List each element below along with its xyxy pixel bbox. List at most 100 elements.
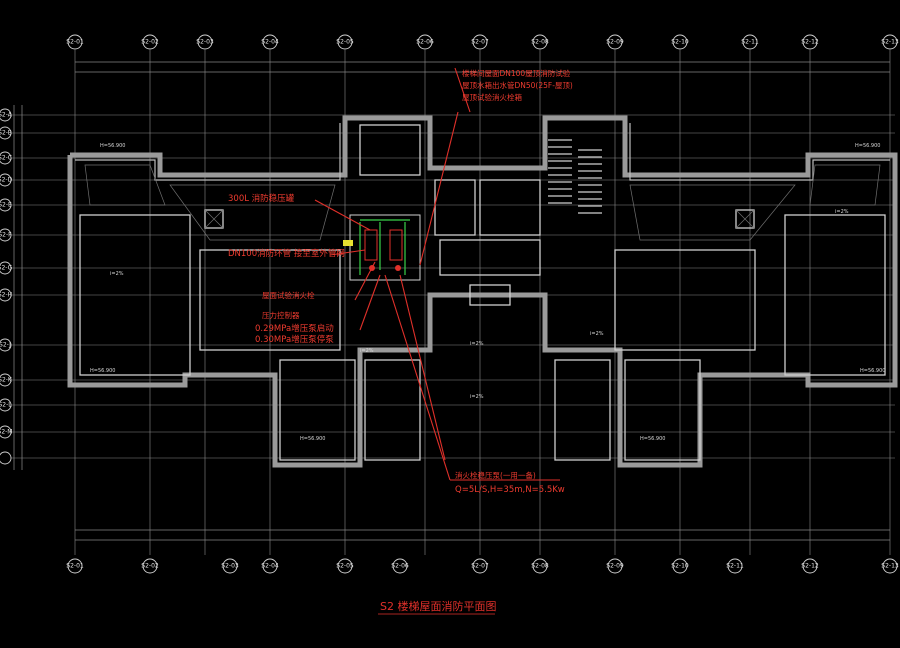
annotation-pressure-tank: 300L 消防稳压罐 [228,193,295,204]
axis-bubble [0,228,12,242]
axis-label: S2-02 [141,563,159,570]
drawing-title: S2 楼梯屋面消防平面图 [380,599,496,613]
room-tag: i=2% [470,341,484,347]
axis-bubble [0,126,12,140]
axis-label: S2-01 [66,563,84,570]
axis-bubble [142,558,158,574]
axis-label: S2-09 [606,39,624,46]
axis-label: S2-12 [801,563,819,570]
axis-label: S2-12 [801,39,819,46]
axis-bubble [532,34,548,50]
axis-bubble [262,558,278,574]
room-tag: H=56.900 [860,368,885,374]
axis-bubble [727,558,743,574]
axis-label: S2-03 [196,39,214,46]
room-tag: i=2% [835,209,849,215]
annotation-test-hydrant-box: 屋顶试验消火栓箱 [462,92,522,102]
axis-bubble [392,558,408,574]
axis-label: S2-G [0,265,13,272]
axis-bubble [67,558,83,574]
axis-bubble [607,558,623,574]
axis-bubble [337,558,353,574]
axis-bubble [0,173,12,187]
axis-label: S2-10 [671,39,689,46]
room-tag: i=2% [590,331,604,337]
annotation-leaders [314,67,560,481]
fire-pump-equipment [343,214,421,281]
annotation-pump-start: 0.29MPa增压泵启动 [255,323,334,334]
axis-label: S2-E [0,202,12,209]
room-tag: H=56.900 [90,368,115,374]
room-tag: H=56.900 [300,436,325,442]
axis-bubble [0,398,12,412]
axis-label: S2-F [0,232,12,239]
axis-label: S2-06 [416,39,434,46]
axis-bubble [67,34,83,50]
annotation-pump-spec: Q=5L/S,H=35m,N=5.5Kw [455,485,565,495]
axis-label: S2-10 [671,563,689,570]
axis-label: S2-05 [336,563,354,570]
axis-label: S2-04 [261,563,279,570]
axis-label: S2-13 [881,563,899,570]
axis-bubble [472,558,488,574]
bottom-axis-bubbles: S2-01 S2-02 S2-03 S2-04 S2-05 S2-06 S2-07 S2-08… [66,558,899,574]
axis-bubble [0,198,12,212]
axis-label: S2-09 [606,563,624,570]
annotation-roof-hydrant: 屋面试验消火栓 [262,290,315,300]
annotation-pressure-controller: 压力控制器 [262,310,300,320]
room-tag: i=2% [470,394,484,400]
dimension-lines [13,61,890,541]
axis-bubble [142,34,158,50]
axis-bubble [0,108,12,122]
axis-label: S2-04 [261,39,279,46]
annotation-tank-outlet: 屋顶水箱出水管DN50(25F-屋顶) [462,80,573,90]
axis-label: S2-11 [726,563,744,570]
axis-label: S2-H [0,292,12,299]
axis-bubble [802,558,818,574]
axis-label: S2-M [0,429,12,436]
axis-label: S2-08 [531,563,549,570]
axis-label: S2-13 [881,39,899,46]
axis-bubble [742,34,758,50]
annotation-ring-main: DN100消防环管 接至室外管网 [228,248,345,259]
axis-bubble [672,34,688,50]
room-tag: H=56.900 [855,143,880,149]
axis-label: S2-02 [141,39,159,46]
room-tag: i=2% [360,348,374,354]
axis-bubble [882,558,898,574]
axis-label: S2-03 [221,563,239,570]
annotation-roof-test: 楼梯间屋面DN100屋顶消防试验 [462,68,571,78]
axis-bubble [0,261,12,275]
axis-label: S2-01 [66,39,84,46]
axis-bubble [197,34,213,50]
axis-bubble [532,558,548,574]
axis-bubble [222,558,238,574]
axis-label: S2-07 [471,563,489,570]
axis-label: S2-08 [531,39,549,46]
axis-bubble [0,373,12,387]
room-tag: H=56.900 [100,143,125,149]
axis-bubble [607,34,623,50]
stair-treads [548,139,602,214]
axis-bubble [802,34,818,50]
axis-label: S2-K [0,377,13,384]
room-tag: H=56.900 [640,436,665,442]
axis-bubble [882,34,898,50]
axis-bubble [0,288,12,302]
axis-label: S2-A [0,112,13,119]
axis-label: S2-B [0,130,12,137]
axis-label: S2-07 [471,39,489,46]
axis-bubble [672,558,688,574]
axis-bubble [337,34,353,50]
axis-label: S2-06 [391,563,409,570]
building-outline [67,115,898,468]
axis-label: S2-J [0,342,11,349]
axis-bubble [472,34,488,50]
axis-label: S2-L [0,402,12,409]
axis-label: S2-D [0,177,13,184]
axis-label: S2-11 [741,39,759,46]
axis-bubble [262,34,278,50]
